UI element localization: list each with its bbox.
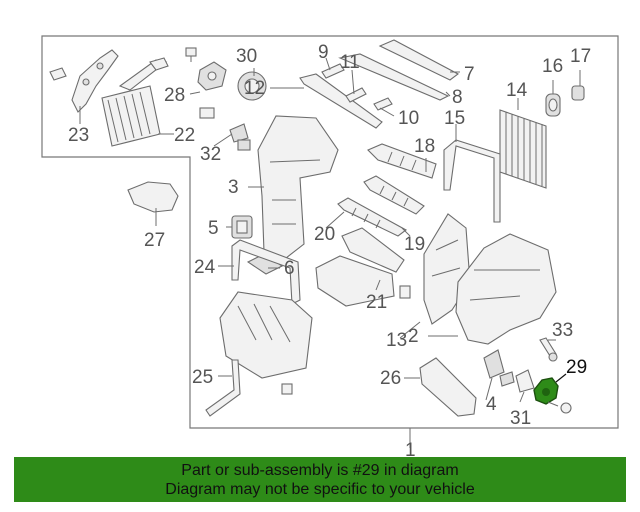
part-30-actuator bbox=[237, 71, 267, 101]
callout-28: 28 bbox=[164, 85, 185, 106]
part-lower-housing bbox=[219, 291, 313, 379]
callout-25: 25 bbox=[192, 367, 213, 388]
callout-6: 6 bbox=[284, 258, 295, 279]
part-20-door bbox=[337, 197, 408, 237]
callout-27: 27 bbox=[144, 230, 165, 251]
part-11-foam bbox=[345, 87, 367, 103]
part-2-case bbox=[455, 233, 557, 345]
part-26-duct bbox=[419, 357, 477, 417]
callout-3: 3 bbox=[228, 177, 239, 198]
part-22-heater-core bbox=[101, 57, 169, 147]
callout-33: 33 bbox=[552, 320, 573, 341]
part-12-seal-strip bbox=[299, 73, 383, 129]
part-19-door bbox=[363, 175, 425, 215]
callout-13: 13 bbox=[386, 330, 407, 351]
callout-15: 15 bbox=[444, 108, 465, 129]
callout-26: 26 bbox=[380, 368, 401, 389]
part-23-bracket bbox=[71, 49, 119, 113]
callout-20: 20 bbox=[314, 224, 335, 245]
part-bolt-bottom-right bbox=[547, 401, 572, 414]
callout-5: 5 bbox=[208, 218, 219, 239]
callout-24: 24 bbox=[194, 257, 216, 278]
part-16-grommet bbox=[545, 93, 561, 117]
part-7-seal bbox=[378, 39, 460, 81]
part-28-clip bbox=[197, 61, 227, 91]
part-4-seal bbox=[483, 349, 505, 379]
part-9-foam bbox=[321, 63, 345, 79]
callout-19: 19 bbox=[404, 234, 425, 255]
callout-12: 12 bbox=[244, 78, 265, 99]
callout-29-highlighted: 29 bbox=[566, 357, 587, 378]
part-3-duct bbox=[257, 115, 339, 259]
diagram-frame bbox=[41, 35, 619, 429]
callout-10: 10 bbox=[398, 108, 419, 129]
part-bolt-mid bbox=[399, 285, 411, 299]
part-17-cap bbox=[571, 85, 585, 101]
part-29-motor-highlighted bbox=[533, 377, 559, 405]
banner-line-disclaimer: Diagram may not be specific to your vehi… bbox=[165, 481, 475, 498]
callout-9: 9 bbox=[318, 42, 329, 63]
part-21-door bbox=[315, 227, 405, 307]
callout-22: 22 bbox=[174, 125, 195, 146]
callout-2: 2 bbox=[408, 326, 419, 347]
part-bolt-25 bbox=[281, 383, 293, 395]
part-bolt-23 bbox=[49, 67, 67, 81]
callout-23: 23 bbox=[68, 125, 89, 146]
callout-18: 18 bbox=[414, 136, 435, 157]
part-8-seal bbox=[338, 53, 450, 101]
part-32-clip bbox=[199, 107, 251, 151]
callout-7: 7 bbox=[464, 64, 475, 85]
part-18-door bbox=[367, 143, 437, 179]
part-10-foam bbox=[373, 97, 393, 111]
part-25-tube bbox=[205, 359, 241, 417]
callout-14: 14 bbox=[506, 80, 528, 101]
part-14-evaporator bbox=[499, 109, 547, 189]
part-15-frame bbox=[443, 139, 501, 223]
callout-31: 31 bbox=[510, 408, 531, 429]
part-24-gasket bbox=[231, 239, 301, 305]
part-33-bolt bbox=[539, 337, 558, 362]
callout-21: 21 bbox=[366, 292, 387, 313]
callout-labels: 1 2 3 4 5 6 7 8 9 10 11 12 13 14 15 16 1… bbox=[68, 42, 591, 461]
part-5-seal bbox=[231, 215, 253, 239]
leader-lines bbox=[79, 57, 581, 448]
callout-8: 8 bbox=[452, 87, 463, 108]
callout-11: 11 bbox=[340, 52, 360, 73]
part-bolt-top bbox=[185, 47, 197, 62]
banner-line-part-number: Part or sub-assembly is #29 in diagram bbox=[181, 462, 459, 479]
part-31-clip bbox=[499, 369, 535, 393]
callout-1: 1 bbox=[405, 440, 416, 461]
callout-4: 4 bbox=[486, 394, 497, 415]
callout-17: 17 bbox=[570, 46, 591, 67]
info-banner: Part or sub-assembly is #29 in diagram D… bbox=[14, 457, 626, 502]
callout-16: 16 bbox=[542, 56, 563, 77]
callout-30: 30 bbox=[236, 46, 257, 67]
part-27-bracket bbox=[127, 181, 179, 213]
callout-32: 32 bbox=[200, 144, 221, 165]
